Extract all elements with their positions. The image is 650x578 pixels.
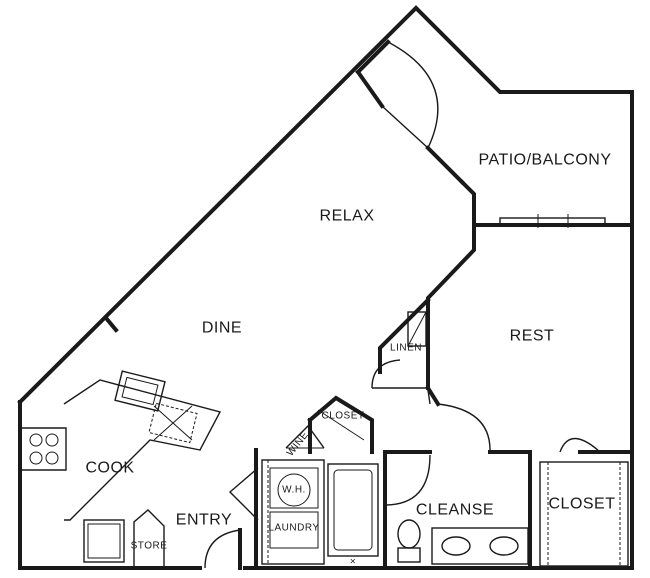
kitchen	[20, 370, 222, 521]
label-cleanse: CLEANSE	[416, 502, 494, 519]
label-patio-balcony: PATIO/BALCONY	[478, 152, 611, 169]
label-dine: DINE	[202, 320, 242, 337]
label-laundry: LAUNDRY	[268, 523, 319, 534]
label-closet-bedroom: CLOSET	[548, 496, 615, 513]
label-entry: ENTRY	[176, 512, 232, 529]
room-labels: PATIO/BALCONY RELAX DINE REST COOK CLEAN…	[85, 152, 615, 552]
outer-walls	[17, 5, 634, 571]
label-water-heater: W.H.	[282, 485, 306, 496]
patio-walls	[355, 39, 634, 228]
label-linen: LINEN	[390, 343, 422, 354]
label-wine: WINE	[285, 430, 311, 459]
label-cook: COOK	[85, 460, 134, 477]
label-relax: RELAX	[320, 208, 375, 225]
label-store: STORE	[131, 541, 168, 552]
label-rest: REST	[510, 328, 555, 345]
label-closet-hall: CLOSET	[321, 411, 364, 422]
svg-text:×: ×	[350, 557, 356, 568]
interior-walls: ×	[83, 223, 634, 570]
